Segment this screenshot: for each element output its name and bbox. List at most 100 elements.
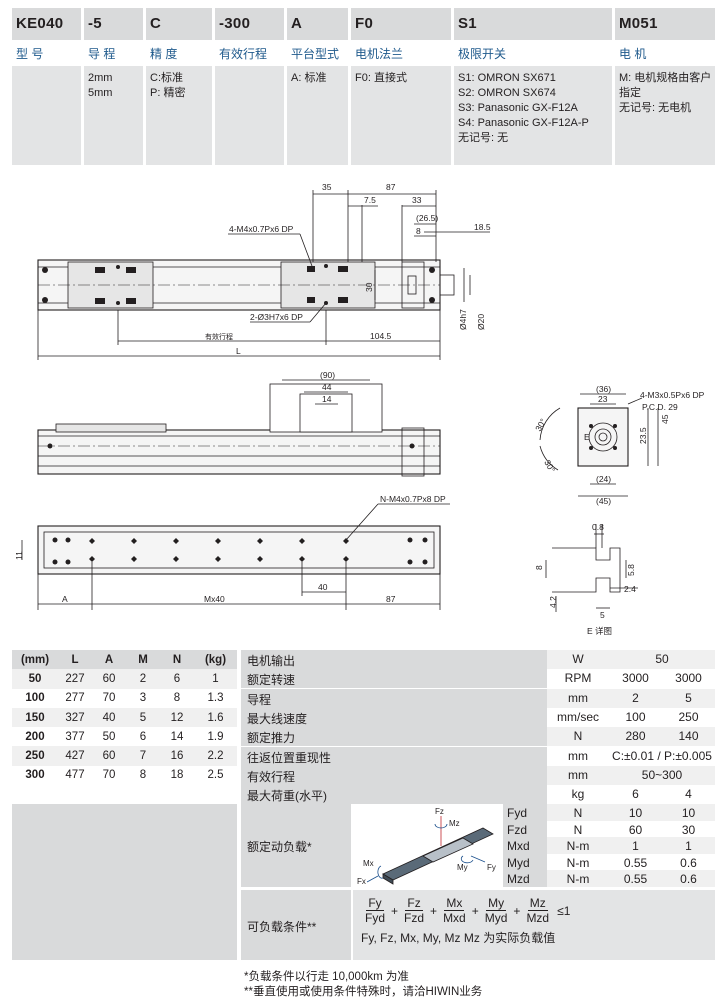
dim-table-header: A <box>92 650 126 670</box>
dim-table-cell: 8 <box>160 688 194 708</box>
dim-table-cell: 3 <box>126 688 160 708</box>
footnote-2: **垂直使用或使用条件特殊时，请洽HIWIN业务 <box>244 986 483 998</box>
property-unit: RPM <box>547 669 609 689</box>
dim-30: 30 <box>364 282 374 292</box>
model-code: -300 <box>215 8 284 40</box>
plus-sign: + <box>513 903 521 918</box>
dim-23: 23 <box>598 394 608 404</box>
load-condition-label: 可负载条件** <box>241 890 351 960</box>
property-value: 140 <box>678 729 699 744</box>
dim-36: (36) <box>596 384 611 394</box>
load-name: Fzd <box>503 820 547 838</box>
plus-sign: + <box>430 903 438 918</box>
fraction-numerator: Fy <box>366 896 384 911</box>
property-name: 最大荷重(水平) <box>241 785 547 805</box>
dim-8: 8 <box>416 226 421 236</box>
dim-table-cell: 6 <box>126 727 160 747</box>
load-name: Myd <box>503 853 547 871</box>
model-code-options: S1: OMRON SX671 S2: OMRON SX674 S3: Pana… <box>454 66 612 165</box>
fraction-numerator: Mx <box>444 896 465 911</box>
dim-45w: (45) <box>596 496 611 506</box>
length-label: L <box>236 346 241 356</box>
property-value: 280 <box>625 729 646 744</box>
property-unit: mm <box>547 765 609 785</box>
model-code: S1 <box>454 8 612 40</box>
detail-e <box>545 524 638 612</box>
dim-table-cell: 300 <box>12 765 58 786</box>
load-unit: N-m <box>547 870 609 887</box>
property-value: 3000 <box>675 671 702 686</box>
load-unit: N-m <box>547 837 609 854</box>
dim-44: 44 <box>322 382 332 392</box>
load-name: Mzd <box>503 870 547 887</box>
model-code-options: A: 标准 <box>287 66 348 165</box>
dim-40: 40 <box>318 582 328 592</box>
property-unit: kg <box>547 785 609 805</box>
dim-table-cell: 2.5 <box>194 765 237 786</box>
model-code-label: 电 机 <box>615 40 715 66</box>
dim-mx40: Mx40 <box>204 594 225 604</box>
dim-table-header: L <box>58 650 92 670</box>
axis-fx: Fx <box>357 877 366 886</box>
load-axes-diagram: Fz Mz Mx Fx My Fy <box>353 804 503 887</box>
dim-11: 11 <box>14 551 24 560</box>
dim-table-cell: 1 <box>194 669 237 689</box>
dim-table-cell: 377 <box>58 727 92 747</box>
dim-table-cell: 1.9 <box>194 727 237 747</box>
property-unit: W <box>547 650 609 669</box>
dim-table-cell: 12 <box>160 707 194 728</box>
property-value: 4 <box>685 787 692 802</box>
dim-table-cell: 14 <box>160 727 194 747</box>
property-value: 2 <box>632 690 639 705</box>
axis-mx: Mx <box>363 859 374 868</box>
dim-87: 87 <box>386 182 396 192</box>
bottom-view <box>21 503 450 610</box>
axis-fy: Fy <box>487 863 496 872</box>
technical-drawings: 35 87 7.5 33 (26.5) 8 18.5 4-M4x0.7Px6 D… <box>14 182 705 636</box>
load-value: 1 <box>609 837 662 854</box>
dim-35: 35 <box>322 182 332 192</box>
dim-table-cell: 5 <box>126 707 160 728</box>
load-name: Mxd <box>503 837 547 854</box>
model-code-options: 2mm 5mm <box>84 66 143 165</box>
dim-table-cell: 40 <box>92 707 126 728</box>
load-value: 0.55 <box>609 853 662 871</box>
dim-table-cell: 50 <box>12 669 58 689</box>
dim-table-cell: 8 <box>126 765 160 786</box>
load-value: 10 <box>662 804 715 821</box>
top-view <box>37 190 490 360</box>
dim-8-detail: 8 <box>534 565 544 570</box>
model-code: KE040 <box>12 8 81 40</box>
property-name: 额定推力 <box>241 727 547 747</box>
dim-4-2: 4.2 <box>548 596 558 608</box>
property-name: 有效行程 <box>241 765 547 785</box>
plus-sign: + <box>391 903 399 918</box>
dim-table-cell: 60 <box>92 669 126 689</box>
dim-14: 14 <box>322 394 332 404</box>
rated-dynamic-load-label: 额定动负载* <box>241 804 351 887</box>
dim-table-cell: 250 <box>12 746 58 766</box>
property-value: 50 <box>655 652 669 666</box>
property-unit: mm <box>547 688 609 708</box>
load-value: 10 <box>609 804 662 821</box>
pcd: P.C.D. 29 <box>642 402 678 412</box>
load-value: 60 <box>609 820 662 838</box>
dim-table-header: (kg) <box>194 650 237 670</box>
model-code-options <box>12 66 81 165</box>
